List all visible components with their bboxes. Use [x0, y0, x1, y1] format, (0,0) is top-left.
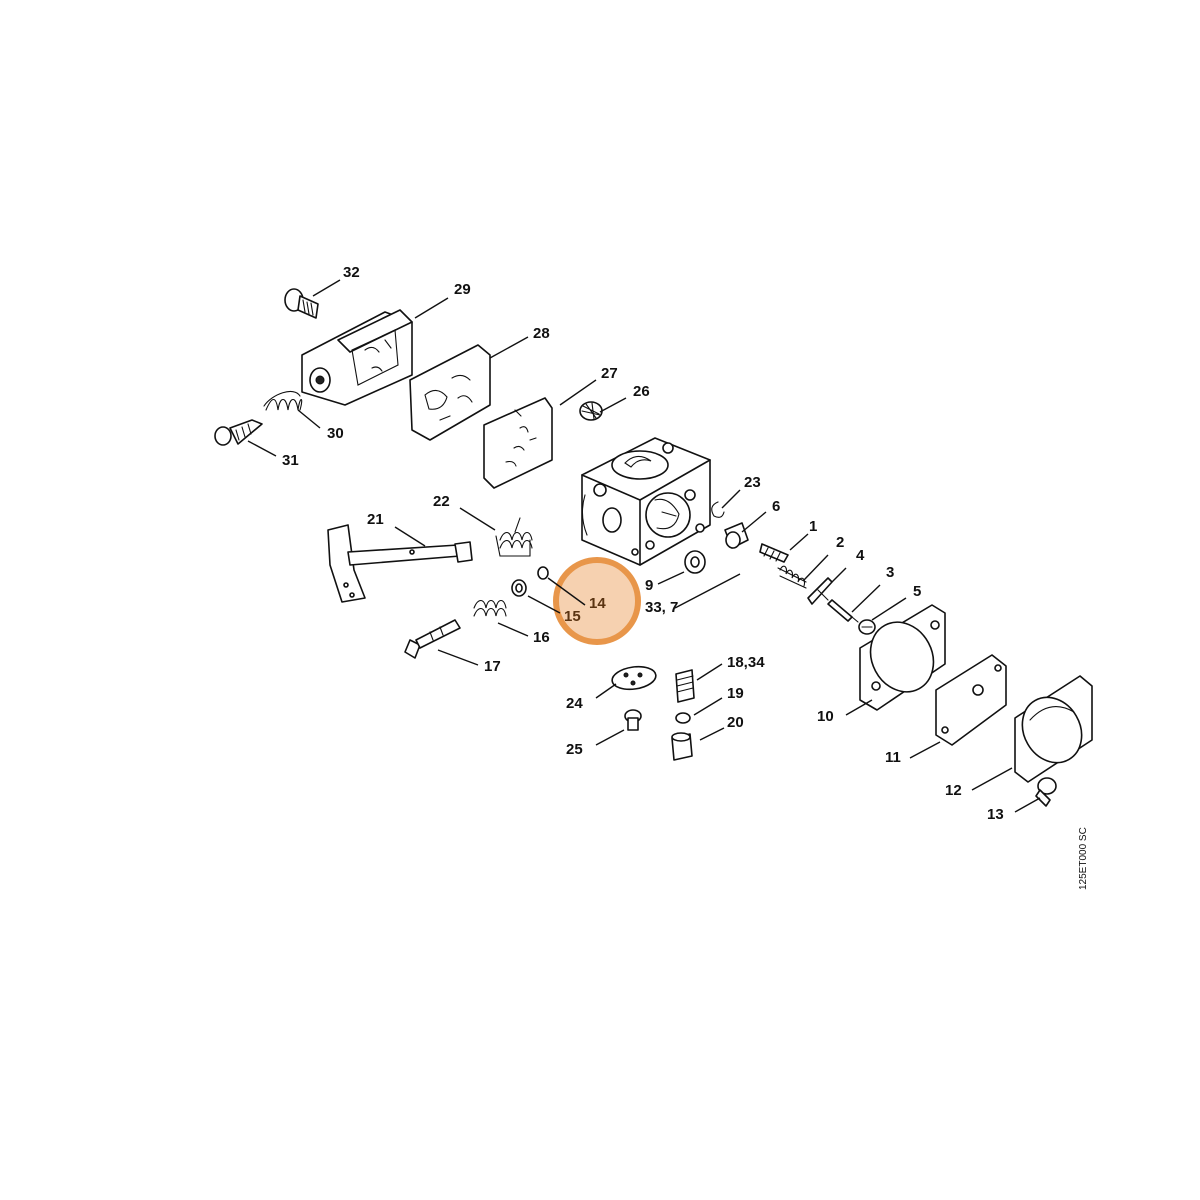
part-6-sleeve: [724, 522, 749, 549]
part-15-oring: [537, 566, 549, 580]
part-14-washer: [511, 579, 527, 597]
part-labels: 32 29 28 27 26 30 31 23 6 1 2 4 3 5 9 33…: [282, 264, 1004, 823]
label-25[interactable]: 25: [566, 741, 583, 758]
part-28-gasket: [409, 344, 491, 441]
part-32-screw: [284, 288, 319, 319]
highlight-circle[interactable]: [553, 557, 641, 645]
label-26[interactable]: 26: [633, 383, 650, 400]
label-11[interactable]: 11: [885, 749, 901, 766]
part-2-spring: [777, 565, 807, 589]
part-18-34-spring: [675, 669, 695, 703]
label-9[interactable]: 9: [645, 577, 653, 594]
label-23[interactable]: 23: [744, 474, 761, 491]
label-18-34[interactable]: 18,34: [727, 654, 765, 671]
label-13[interactable]: 13: [987, 806, 1004, 823]
label-5[interactable]: 5: [913, 583, 921, 600]
part-9-ring: [684, 550, 706, 574]
label-33-7[interactable]: 33, 7: [645, 599, 678, 616]
label-17[interactable]: 17: [484, 658, 501, 675]
part-30-spring: [263, 391, 303, 411]
part-19-washer: [675, 712, 691, 724]
label-30[interactable]: 30: [327, 425, 344, 442]
part-20-bushing: [671, 732, 693, 761]
part-31-screw: [214, 419, 263, 446]
label-4[interactable]: 4: [856, 547, 865, 564]
label-31[interactable]: 31: [282, 452, 299, 469]
label-21[interactable]: 21: [367, 511, 384, 528]
part-22-spring: [495, 517, 533, 557]
part-11-diaphragm: [935, 654, 1007, 746]
label-6[interactable]: 6: [772, 498, 780, 515]
part-4-lever: [807, 577, 833, 605]
label-29[interactable]: 29: [454, 281, 471, 298]
part-23-clip: [711, 501, 725, 518]
label-15[interactable]: 15: [564, 608, 581, 625]
part-12-cover: [1014, 675, 1093, 783]
part-16-spring: [473, 599, 507, 617]
part-10-gasket: [859, 604, 946, 711]
label-2[interactable]: 2: [836, 534, 844, 551]
diagram-code: 125ET000 SC: [1078, 827, 1089, 890]
part-17-needle: [404, 619, 461, 659]
label-19[interactable]: 19: [727, 685, 744, 702]
label-27[interactable]: 27: [601, 365, 618, 382]
label-1[interactable]: 1: [809, 518, 817, 535]
label-3[interactable]: 3: [886, 564, 894, 581]
part-5-screw: [851, 616, 876, 635]
carburetor-body: [581, 437, 711, 566]
label-12[interactable]: 12: [945, 782, 962, 799]
label-20[interactable]: 20: [727, 714, 744, 731]
label-16[interactable]: 16: [533, 629, 550, 646]
part-21-shaft: [327, 524, 473, 603]
label-10[interactable]: 10: [817, 708, 834, 725]
label-32[interactable]: 32: [343, 264, 360, 281]
label-14[interactable]: 14: [589, 595, 606, 612]
label-24[interactable]: 24: [566, 695, 583, 712]
leader-lines: [247, 279, 1041, 813]
part-26-strainer: [579, 401, 603, 421]
part-3-pin: [827, 599, 853, 622]
part-25-screw: [624, 709, 642, 731]
part-1-needle: [759, 543, 789, 563]
part-24-disc: [611, 665, 657, 691]
part-13-screw: [1035, 777, 1057, 807]
part-27-diaphragm: [483, 397, 553, 489]
part-29-pump-cover: [301, 309, 413, 406]
label-28[interactable]: 28: [533, 325, 550, 342]
label-22[interactable]: 22: [433, 493, 450, 510]
